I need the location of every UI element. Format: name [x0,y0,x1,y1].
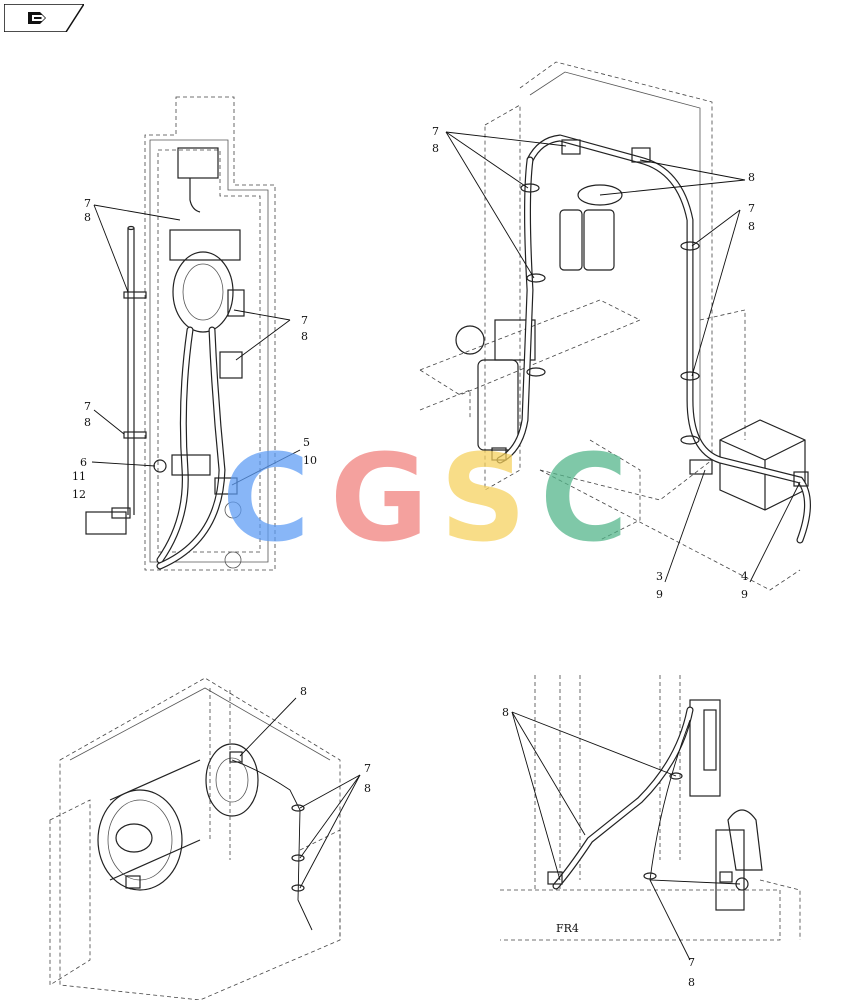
callout-tl-a-1: 7 [84,197,91,210]
callout-tr-a-2: 8 [432,142,439,155]
callout-tl-e-1: 11 [72,470,86,483]
callout-tr-c-2: 8 [748,220,755,233]
view-top-left: 7 8 7 8 7 8 6 11 12 5 10 [72,96,317,571]
callout-tr-e-2: 9 [741,588,748,601]
frame-label: FR4 [556,922,579,935]
callout-tr-d-1: 3 [656,570,663,583]
callout-tl-d-1: 6 [80,456,87,469]
view-bottom-right: FR4 8 7 8 [500,675,801,989]
callout-bl-b-1: 7 [364,762,371,775]
callout-br-b-2: 8 [688,976,695,989]
callout-tl-c-2: 8 [84,416,91,429]
callout-br-a-1: 8 [502,706,509,719]
watermark-letter-4: C [540,430,629,569]
view-bottom-left: 8 7 8 [49,677,371,1000]
watermark-letter-1: C [222,430,311,569]
callout-tl-f-1: 5 [303,436,310,449]
callout-tr-d-2: 9 [656,588,663,601]
callout-tl-e-2: 12 [72,488,86,501]
watermark-letter-2: G [330,430,429,569]
callout-tr-b-1: 8 [748,171,755,184]
callout-bl-a-1: 8 [300,685,307,698]
watermark-letter-3: S [440,430,527,569]
callout-br-b-1: 7 [688,956,695,969]
callout-tr-a-1: 7 [432,125,439,138]
callout-tl-a-2: 8 [84,211,91,224]
callout-tr-e-1: 4 [741,570,748,583]
view-top-right: 7 8 8 7 8 3 9 4 9 [419,61,811,601]
callout-tl-b-1: 7 [301,314,308,327]
callout-tl-g-1: 10 [303,454,317,467]
callout-tl-b-2: 8 [301,330,308,343]
back-nav-button[interactable] [3,3,86,33]
callout-bl-b-2: 8 [364,782,371,795]
callout-tl-c-1: 7 [84,400,91,413]
back-arrow-icon [28,12,46,24]
callout-tr-c-1: 7 [748,202,755,215]
